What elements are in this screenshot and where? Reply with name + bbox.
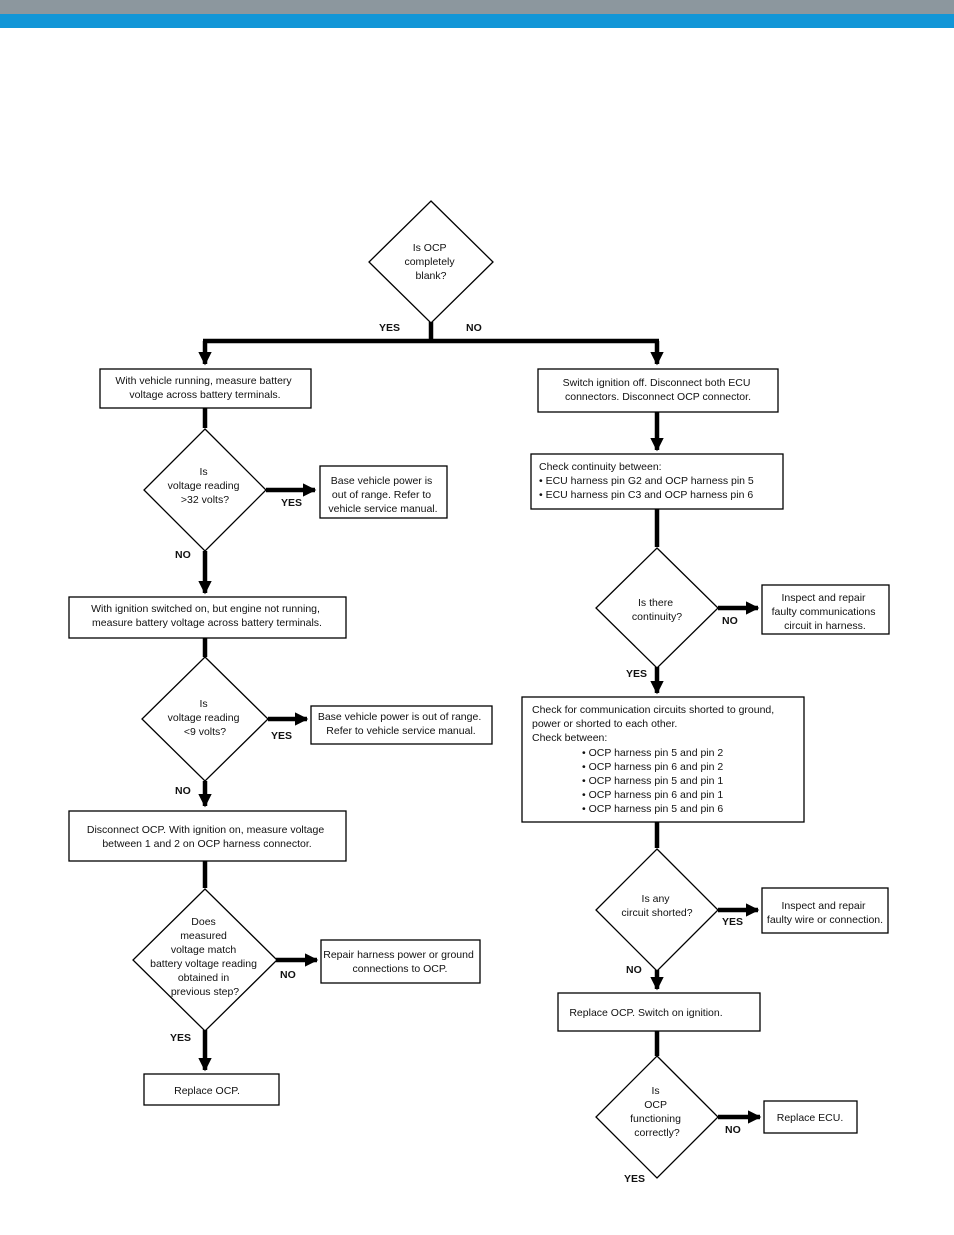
box-disconnect-ocp-text: Disconnect OCP. With ignition on, measur… — [87, 824, 327, 850]
box-switch-ignition-off-text: Switch ignition off. Disconnect both ECU… — [563, 377, 754, 403]
box-replace-switch-on-text: Replace OCP. Switch on ignition. — [569, 1007, 722, 1019]
decision-ocp-functioning-text: Is OCP functioning correctly? — [630, 1085, 684, 1139]
decision-continuity-text: Is there continuity? — [632, 597, 682, 623]
label-yes: YES — [379, 322, 400, 334]
label-yes: YES — [722, 916, 743, 928]
box-check-shorts — [521, 696, 805, 823]
decision-voltage-32-text: Is voltage reading >32 volts? — [168, 466, 243, 506]
box-inspect-communications — [761, 584, 890, 635]
box-measure-ignition — [68, 596, 347, 639]
header-band-gray — [0, 0, 954, 14]
box-repair-power-ground-text: Repair harness power or ground connectio… — [323, 949, 477, 975]
label-no: NO — [175, 785, 191, 797]
label-no: NO — [725, 1124, 741, 1136]
decision-circuit-shorted-text: Is any circuit shorted? — [621, 893, 692, 919]
label-yes: YES — [624, 1173, 645, 1185]
box-replace-ocp — [143, 1073, 280, 1106]
decision-voltage-match — [132, 888, 278, 1032]
decision-voltage-9 — [141, 656, 269, 782]
decision-ocp-blank-text: Is OCP completely blank? — [404, 242, 457, 282]
label-no: NO — [175, 549, 191, 561]
label-yes: YES — [271, 730, 292, 742]
flow-connectors — [198, 322, 762, 1124]
box-replace-ocp-text: Replace OCP. — [174, 1085, 240, 1097]
box-measure-ignition-text: With ignition switched on, but engine no… — [91, 603, 323, 629]
label-no: NO — [280, 969, 296, 981]
box-inspect-communications-text: Inspect and repair faulty communications… — [772, 592, 879, 632]
box-inspect-wire-text: Inspect and repair faulty wire or connec… — [767, 900, 883, 926]
decision-ocp-functioning — [595, 1055, 719, 1179]
label-no: NO — [466, 322, 482, 334]
header-band-blue — [0, 14, 954, 28]
label-yes: YES — [170, 1032, 191, 1044]
label-no: NO — [626, 964, 642, 976]
box-base-range-1-text: Base vehicle power is out of range. Refe… — [328, 475, 437, 515]
box-measure-running-text: With vehicle running, measure battery vo… — [115, 375, 294, 401]
box-check-continuity-text: Check continuity between: • ECU harness … — [539, 461, 757, 501]
decision-voltage-9-text: Is voltage reading <9 volts? — [168, 698, 243, 738]
box-check-continuity — [530, 453, 784, 510]
box-replace-ecu — [763, 1100, 858, 1134]
box-repair-power-ground — [320, 939, 481, 984]
box-replace-switch-on — [557, 992, 761, 1032]
decision-voltage-match-text: Does measured voltage match battery volt… — [150, 916, 260, 998]
decision-circuit-shorted — [595, 848, 719, 972]
label-yes: YES — [626, 668, 647, 680]
box-check-shorts-text: Check for communication circuits shorted… — [532, 704, 777, 744]
box-inspect-wire — [761, 887, 889, 934]
box-switch-ignition-off — [537, 368, 779, 413]
box-base-range-2 — [310, 705, 493, 745]
box-check-shorts-list: • OCP harness pin 5 and pin 2 • OCP harn… — [582, 747, 726, 815]
decision-voltage-32 — [143, 428, 267, 552]
label-yes: YES — [281, 497, 302, 509]
box-measure-running — [99, 368, 312, 409]
box-disconnect-ocp — [68, 810, 347, 862]
box-base-range-2-text: Base vehicle power is out of range. Refe… — [318, 711, 484, 737]
box-base-range-1 — [319, 465, 448, 519]
label-no: NO — [722, 615, 738, 627]
decision-continuity — [595, 547, 719, 669]
box-replace-ecu-text: Replace ECU. — [777, 1112, 844, 1124]
decision-ocp-blank — [368, 200, 494, 324]
